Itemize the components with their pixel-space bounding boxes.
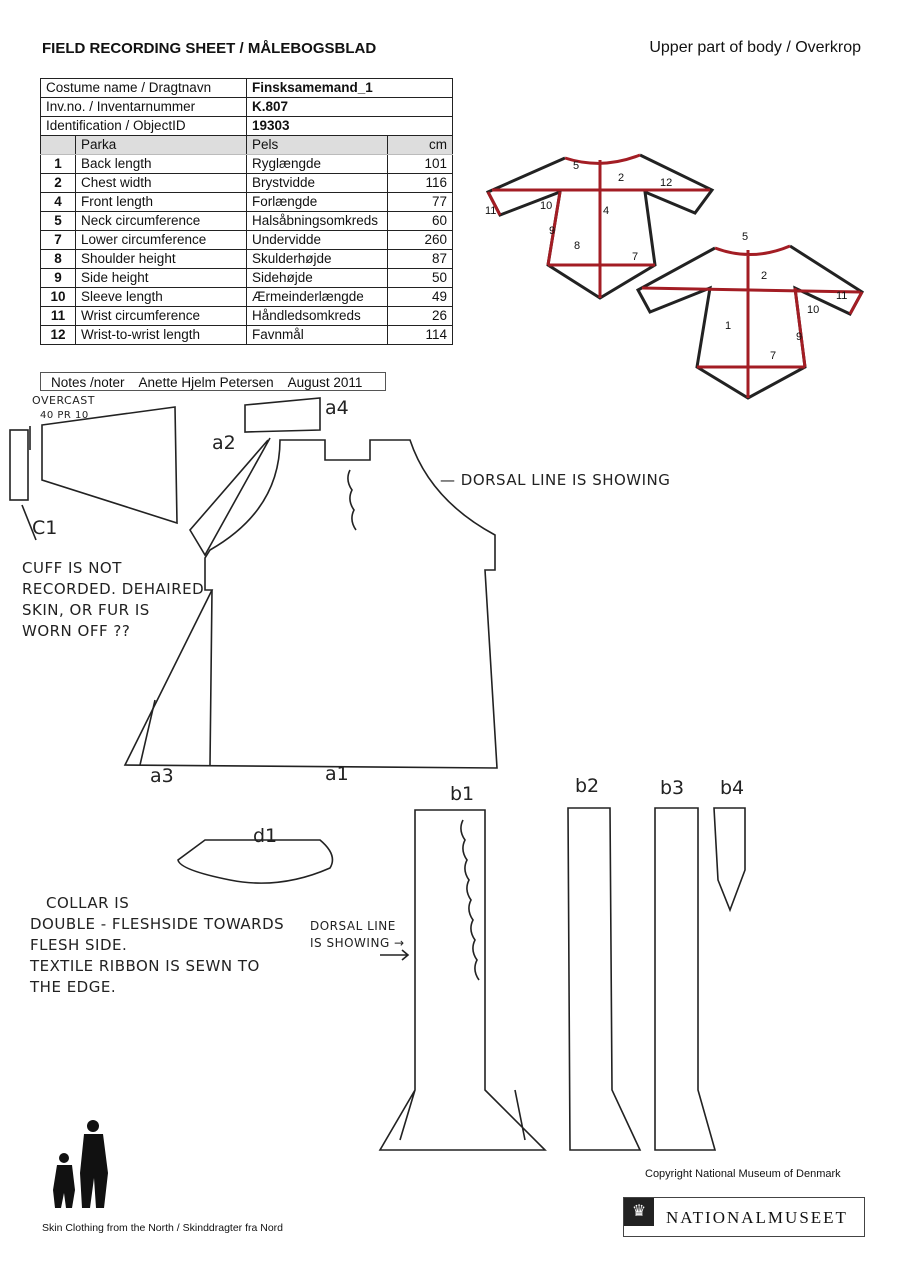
back-parka-diagram <box>635 244 864 400</box>
piece-a3 <box>139 589 213 766</box>
measure-value: 87 <box>387 249 453 269</box>
sleeve-c1 <box>29 406 178 525</box>
collar-note: COLLAR IS DOUBLE - FLESHSIDE TOWARDS FLE… <box>30 893 284 998</box>
measure-value: 101 <box>387 154 453 174</box>
notes-box: Notes /noter Anette Hjelm Petersen August … <box>40 372 386 391</box>
back-label: 5 <box>742 231 749 243</box>
pattern-sketch <box>9 397 746 1151</box>
front-label: 8 <box>574 240 581 252</box>
project-logo-figures <box>53 1120 108 1208</box>
note-line: IS SHOWING → <box>310 936 405 950</box>
note-line: CUFF IS NOT <box>22 559 122 577</box>
measure-name-en: Neck circumference <box>75 211 247 231</box>
note-line: COLLAR IS <box>46 894 130 912</box>
collar-d1 <box>177 839 334 884</box>
label-a1: a1 <box>325 763 349 785</box>
note-line: WORN OFF ?? <box>22 622 131 640</box>
piece-b2 <box>567 807 642 1151</box>
back-label: 7 <box>770 350 777 362</box>
measure-value: 114 <box>387 325 453 345</box>
measure-value: 50 <box>387 268 453 288</box>
label-b4: b4 <box>720 777 745 799</box>
note-line: SKIN, OR FUR IS <box>22 601 150 619</box>
front-label: 4 <box>603 205 610 217</box>
notes-date: August 2011 <box>287 375 363 390</box>
cuff-piece <box>9 429 29 501</box>
piece-b1 <box>378 809 547 1151</box>
note-line: RECORDED. DEHAIRED <box>22 580 205 598</box>
dorsal-note-b1: DORSAL LINE IS SHOWING → <box>310 918 405 952</box>
measure-name-en: Front length <box>75 192 247 212</box>
overcast-note: OVERCAST <box>32 394 95 407</box>
label-a3: a3 <box>150 765 174 787</box>
measurement-diagrams <box>485 153 864 400</box>
nationalmuseet-logo: ♛ NATIONALMUSEET <box>623 1197 865 1237</box>
measure-number: 10 <box>40 287 76 307</box>
sheet-title: FIELD RECORDING SHEET / MÅLEBOGSBLAD <box>42 40 377 57</box>
piece-a2 <box>189 437 271 557</box>
measure-name-en: Chest width <box>75 173 247 193</box>
measure-name-da: Favnmål <box>246 325 388 345</box>
front-parka-diagram <box>485 153 715 300</box>
crown-icon: ♛ <box>624 1198 654 1226</box>
header-parka: Parka <box>75 135 247 155</box>
label-c1: C1 <box>32 517 58 539</box>
label-d1: d1 <box>253 825 278 847</box>
back-label: 2 <box>761 270 768 282</box>
back-label: 1 <box>725 320 732 332</box>
costume-name-value: Finsksamemand_1 <box>246 78 453 98</box>
label-b2: b2 <box>575 775 600 797</box>
label-b3: b3 <box>660 777 685 799</box>
piece-b4 <box>713 807 746 913</box>
project-name: Skin Clothing from the North / Skinddrag… <box>42 1222 284 1234</box>
measure-name-da: Skulderhøjde <box>246 249 388 269</box>
piece-a1 <box>123 439 498 769</box>
dorsal-note-main: — DORSAL LINE IS SHOWING <box>440 471 671 489</box>
piece-b3 <box>654 807 717 1151</box>
section-title: Upper part of body / Overkrop <box>649 39 861 56</box>
measure-name-en: Wrist-to-wrist length <box>75 325 247 345</box>
back-label: 9 <box>796 331 803 343</box>
measure-value: 60 <box>387 211 453 231</box>
header-cm: cm <box>387 135 453 155</box>
label-a4: a4 <box>325 397 349 419</box>
front-label: 7 <box>632 251 639 263</box>
cuff-note: CUFF IS NOT RECORDED. DEHAIRED SKIN, OR … <box>22 558 204 642</box>
dorsal-line-mark <box>347 469 357 531</box>
copyright-text: Copyright National Museum of Denmark <box>645 1168 841 1180</box>
cuff-pointer <box>21 504 37 541</box>
front-label: 10 <box>540 200 553 212</box>
arrow-icon <box>380 949 410 961</box>
front-label: 5 <box>573 160 580 172</box>
front-label: 11 <box>485 205 497 217</box>
note-line: FLESH SIDE. <box>30 936 128 954</box>
label-b1: b1 <box>450 783 475 805</box>
note-line: THE EDGE. <box>30 978 117 996</box>
front-label: 9 <box>549 225 556 237</box>
note-line: DORSAL LINE <box>310 919 396 933</box>
museum-name: NATIONALMUSEET <box>666 1208 848 1227</box>
dorsal-line-mark <box>460 819 480 981</box>
note-line: DOUBLE - FLESHSIDE TOWARDS <box>30 915 285 933</box>
piece-a4 <box>244 397 321 433</box>
back-label: 10 <box>807 304 820 316</box>
front-label: 12 <box>660 177 673 189</box>
label-a2: a2 <box>212 432 236 454</box>
measure-name-en: Wrist circumference <box>75 306 247 326</box>
front-label: 2 <box>618 172 625 184</box>
note-line: TEXTILE RIBBON IS SEWN TO <box>30 957 260 975</box>
measure-name-en: Lower circumference <box>75 230 247 250</box>
notes-author: Anette Hjelm Petersen <box>138 375 274 390</box>
notes-label: Notes /noter <box>51 375 125 390</box>
overcast-detail: 40 PR 10 <box>40 410 89 421</box>
back-label: 11 <box>836 290 848 302</box>
